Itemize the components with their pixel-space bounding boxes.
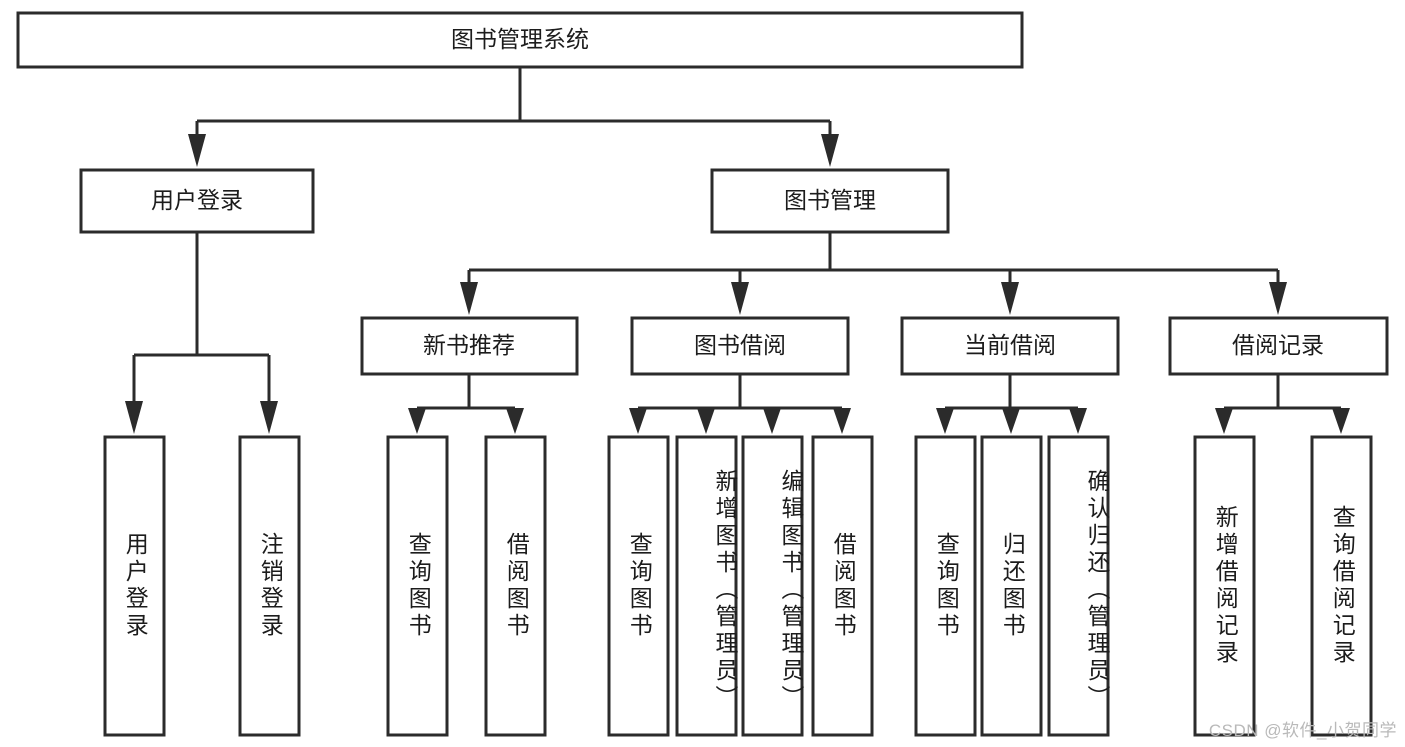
arrowhead-book-mgmt xyxy=(821,134,839,167)
arrowhead-new-book xyxy=(460,282,478,315)
node-borrow-record[interactable]: 借阅记录 xyxy=(1168,316,1389,376)
node-new-book-recommend-label: 新书推荐 xyxy=(423,332,515,358)
arrowhead-borrowrecord-leaf-2 xyxy=(1332,408,1350,434)
node-book-management-box[interactable] xyxy=(710,168,950,234)
arrowhead-currentborrow-leaf-1 xyxy=(936,408,954,434)
node-current-borrow[interactable]: 当前借阅 xyxy=(900,316,1120,376)
connector-group-root xyxy=(188,67,839,167)
node-new-book-recommend-box[interactable] xyxy=(360,316,579,376)
node-new-book-recommend[interactable]: 新书推荐 xyxy=(360,316,579,376)
leaf-box-borrow-lend[interactable] xyxy=(811,435,874,737)
arrowhead-current-borrow xyxy=(1001,282,1019,315)
node-book-borrow-box[interactable] xyxy=(630,316,850,376)
leaf-box-record-query[interactable] xyxy=(1310,435,1373,737)
arrowhead-currentborrow-leaf-2 xyxy=(1002,408,1020,434)
leaf-box-newbook-borrow[interactable] xyxy=(484,435,547,737)
leaf-box-newbook-query[interactable] xyxy=(386,435,449,737)
connector-group-book-mgmt xyxy=(460,232,1287,315)
node-user-login[interactable]: 用户登录 xyxy=(79,168,315,234)
connector-group-user-login xyxy=(125,232,278,434)
arrowhead-bookborrow-leaf-1 xyxy=(629,408,647,434)
arrowhead-bookborrow-leaf-4 xyxy=(833,408,851,434)
node-user-login-box[interactable] xyxy=(79,168,315,234)
leaf-box-current-return[interactable] xyxy=(980,435,1043,737)
node-root-box[interactable] xyxy=(16,11,1024,69)
leaf-box-user-login[interactable] xyxy=(103,435,166,737)
node-book-management-label: 图书管理 xyxy=(784,187,876,213)
arrowhead-leaf-user-login xyxy=(125,401,143,434)
node-borrow-record-label: 借阅记录 xyxy=(1232,332,1324,358)
arrowhead-user-login xyxy=(188,134,206,167)
leaf-box-logout[interactable] xyxy=(238,435,301,737)
arrowhead-newbook-leaf-1 xyxy=(408,408,426,434)
arrowhead-bookborrow-leaf-3 xyxy=(763,408,781,434)
node-root-label: 图书管理系统 xyxy=(451,26,589,52)
leaf-box-borrow-edit[interactable] xyxy=(741,435,804,737)
node-book-borrow-label: 图书借阅 xyxy=(694,332,786,358)
connector-group-borrow-record xyxy=(1215,374,1350,434)
arrowhead-borrow-record xyxy=(1269,282,1287,315)
arrowhead-newbook-leaf-2 xyxy=(506,408,524,434)
leaf-box-record-add[interactable] xyxy=(1193,435,1256,737)
leaf-box-borrow-query[interactable] xyxy=(607,435,670,737)
connector-group-book-borrow xyxy=(629,374,851,434)
node-book-management[interactable]: 图书管理 xyxy=(710,168,950,234)
connector-group-current-borrow xyxy=(936,374,1087,434)
leaf-box-current-confirm[interactable] xyxy=(1047,435,1110,737)
node-root[interactable]: 图书管理系统 xyxy=(16,11,1024,69)
leaf-box-borrow-add[interactable] xyxy=(675,435,738,737)
connector-group-new-book xyxy=(408,374,524,434)
arrowhead-borrowrecord-leaf-1 xyxy=(1215,408,1233,434)
node-user-login-label: 用户登录 xyxy=(151,187,243,213)
arrowhead-leaf-logout xyxy=(260,401,278,434)
node-current-borrow-box[interactable] xyxy=(900,316,1120,376)
arrowhead-bookborrow-leaf-2 xyxy=(697,408,715,434)
arrowhead-book-borrow xyxy=(731,282,749,315)
leaf-box-current-query[interactable] xyxy=(914,435,977,737)
arrowhead-currentborrow-leaf-3 xyxy=(1069,408,1087,434)
node-borrow-record-box[interactable] xyxy=(1168,316,1389,376)
watermark-text: CSDN @软件_小贺同学 xyxy=(1208,721,1397,740)
node-current-borrow-label: 当前借阅 xyxy=(964,332,1056,358)
node-book-borrow[interactable]: 图书借阅 xyxy=(630,316,850,376)
